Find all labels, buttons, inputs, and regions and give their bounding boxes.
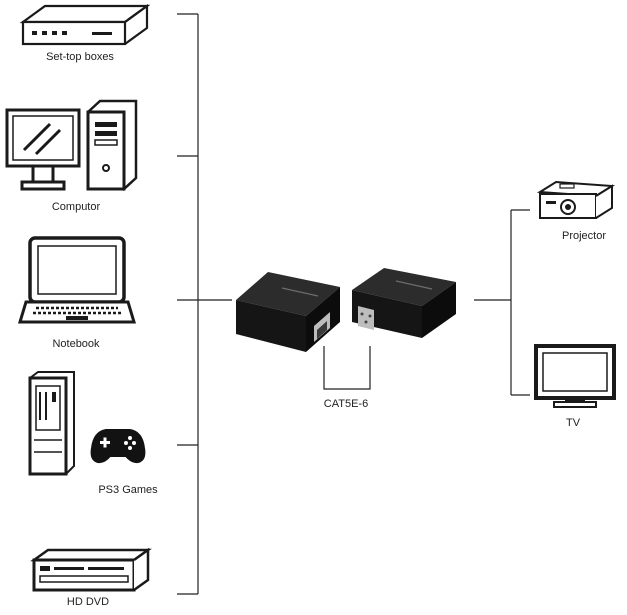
- tv-icon: [534, 344, 616, 408]
- left-bus-lines: [177, 13, 232, 595]
- projector-label: Projector: [561, 230, 607, 242]
- hd-dvd-label: HD DVD: [66, 596, 110, 608]
- laptop-icon: [17, 236, 137, 324]
- vga-extender-transmitter-icon: [236, 272, 340, 352]
- gamepad-icon: [90, 429, 146, 464]
- cable-label: CAT5E-6: [323, 398, 369, 410]
- cat5-cable: [323, 346, 371, 390]
- computer-label: Computor: [51, 201, 101, 213]
- desktop-computer-icon: [5, 99, 138, 192]
- game-console-icon: [28, 371, 75, 476]
- tv-label: TV: [565, 417, 581, 429]
- notebook-label: Notebook: [52, 338, 100, 350]
- vga-extender-receiver-icon: [352, 268, 456, 338]
- set-top-box-icon: [19, 3, 151, 46]
- set-top-boxes-label: Set-top boxes: [46, 51, 114, 63]
- ps3-games-label: PS3 Games: [98, 484, 158, 496]
- projector-icon: [536, 180, 616, 219]
- right-bus-lines: [474, 209, 530, 396]
- dvd-player-icon: [30, 547, 152, 592]
